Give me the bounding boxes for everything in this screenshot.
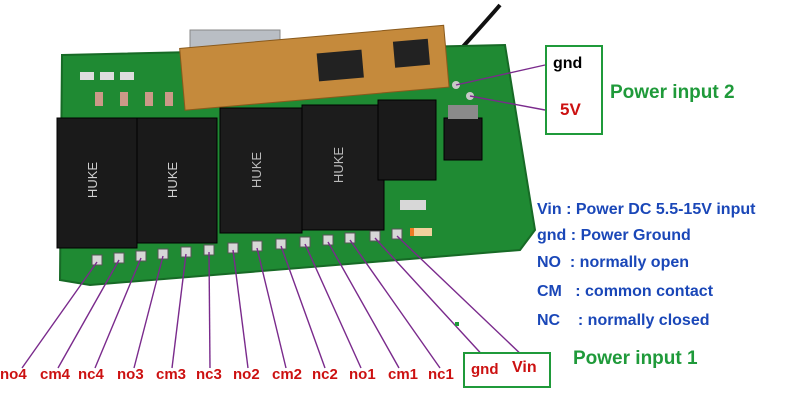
power-input-1-title: Power input 1 — [573, 348, 698, 369]
legend-key: CM — [537, 283, 562, 300]
pin-label-cm2: cm2 — [272, 366, 303, 383]
pin-label-no1: no1 — [349, 366, 376, 383]
voltage-regulator — [443, 117, 483, 161]
legend-row-gnd: gnd : Power Ground — [537, 227, 691, 244]
legend-key: NO — [537, 254, 561, 271]
svg-text:HUKE: HUKE — [249, 152, 264, 188]
pin-label-nc1: nc1 — [428, 366, 454, 383]
power-input-2-5v-label: 5V — [560, 100, 581, 119]
pin-label-nc2: nc2 — [312, 366, 338, 383]
power-input-2-title: Power input 2 — [610, 82, 735, 103]
legend-text: Power Ground — [580, 227, 691, 244]
pin-label-no2: no2 — [233, 366, 260, 383]
pin-leader-lines — [21, 235, 528, 369]
svg-text:HUKE: HUKE — [165, 162, 180, 198]
pin-label-cm1: cm1 — [388, 366, 419, 383]
legend-text: Power DC 5.5-15V input — [575, 201, 756, 218]
pin-label-nc4: nc4 — [78, 366, 104, 383]
svg-text:HUKE: HUKE — [331, 147, 346, 183]
pin-label-nc3: nc3 — [196, 366, 222, 383]
legend-row-vin: Vin : Power DC 5.5-15V input — [537, 201, 756, 218]
power-input-1-vin-label: Vin — [512, 359, 537, 376]
power-input-2-gnd-label: gnd — [553, 55, 583, 72]
legend-row-nc: NC : normally closed — [537, 312, 710, 329]
legend-row-no: NO : normally open — [537, 254, 690, 271]
relay-4: HUKE — [56, 117, 138, 249]
pin-label-cm4: cm4 — [40, 366, 71, 383]
terminal-pins — [91, 228, 403, 266]
pin-label-no4: no4 — [0, 366, 27, 383]
pin-label-cm3: cm3 — [156, 366, 187, 383]
pin-label-no3: no3 — [117, 366, 144, 383]
legend-key: gnd — [537, 227, 567, 244]
power-input-2-box — [545, 45, 603, 135]
legend-text: normally open — [579, 254, 690, 271]
relay-2: HUKE — [219, 107, 303, 234]
ic-chip — [377, 99, 437, 181]
rf-receiver-module — [179, 24, 450, 111]
relay-3: HUKE — [136, 117, 218, 244]
legend-key: NC — [537, 312, 561, 329]
legend-text: normally closed — [587, 312, 710, 329]
power-input-1-gnd-label: gnd — [471, 361, 499, 378]
power-input-1-box — [463, 352, 551, 388]
relay-1: HUKE — [301, 104, 385, 231]
legend-row-cm: CM : common contact — [537, 283, 714, 300]
legend-text: common contact — [585, 283, 714, 300]
svg-text:HUKE: HUKE — [85, 162, 100, 198]
legend-key: Vin — [537, 201, 562, 218]
